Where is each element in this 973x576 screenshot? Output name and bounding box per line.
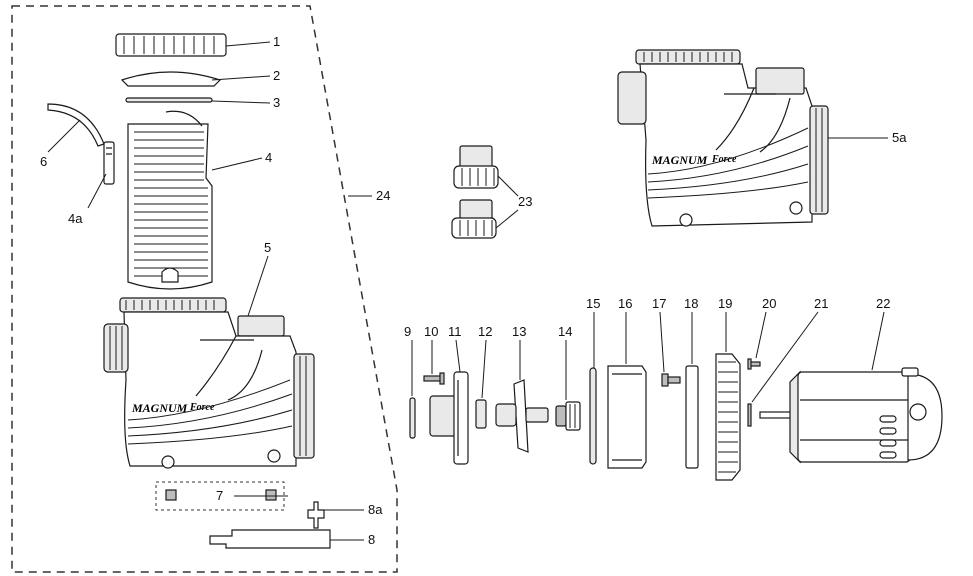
part-clamp-screw [747,358,761,370]
part-seal-plate-gasket [589,367,597,465]
callout-2: 2 [273,68,280,83]
callout-10: 10 [424,324,438,339]
callout-19: 19 [718,296,732,311]
part-diffuser [429,371,469,465]
callout-18: 18 [684,296,698,311]
callout-24: 24 [376,188,390,203]
part-housing-clamp [715,353,741,481]
callout-8a: 8a [368,502,383,517]
part-drain-plugs [155,481,285,511]
part-basket-handle [47,103,105,147]
part-union-fittings [451,145,499,239]
housing-brand-sub: Force [189,402,215,413]
part-basket-clip [103,141,115,185]
part-seal-plate [607,365,647,469]
callout-4: 4 [265,150,272,165]
callout-5: 5 [264,240,271,255]
callout-8: 8 [368,532,375,547]
part-diffuser-screw [423,372,445,385]
callout-14: 14 [558,324,572,339]
callout-3: 3 [273,95,280,110]
part-pump-housing: MAGNUM Force [103,297,315,469]
callout-11: 11 [448,324,462,339]
part-pump-base [209,529,331,549]
alt-housing-brand-sub: Force [711,154,737,165]
part-lid-oring [125,97,213,103]
part-motor-plate [685,365,699,469]
callout-16: 16 [618,296,632,311]
callout-17: 17 [652,296,666,311]
callout-7: 7 [216,488,223,503]
callout-6: 6 [40,154,47,169]
callout-21: 21 [814,296,828,311]
part-base-clip [307,501,325,529]
part-strainer-basket [127,110,213,290]
callout-20: 20 [762,296,776,311]
part-water-slinger [747,403,752,427]
callout-4a: 4a [68,211,83,226]
part-motor [759,367,943,464]
part-motor-bolt [661,373,681,387]
part-impeller [495,379,549,453]
callout-9: 9 [404,324,411,339]
callout-labels: 1 2 3 4 4a 5 5a 6 7 8 8a 9 10 11 12 13 1… [40,34,907,547]
callout-15: 15 [586,296,600,311]
part-impeller-ring [475,399,487,429]
callout-13: 13 [512,324,526,339]
alt-housing-brand-text: MAGNUM [651,153,708,167]
part-diffuser-oring [409,397,416,439]
callout-12: 12 [478,324,492,339]
callout-5a: 5a [892,130,907,145]
callout-22: 22 [876,296,890,311]
leader-lines [47,41,888,541]
part-lid [120,71,222,87]
part-lid-ring [115,33,227,57]
assembly-boundary-dashed [11,5,398,573]
part-alt-pump-housing: MAGNUM Force [617,49,829,227]
callout-23: 23 [518,194,532,209]
callout-1: 1 [273,34,280,49]
part-shaft-seal [555,401,581,431]
housing-brand-text: MAGNUM [131,401,188,415]
